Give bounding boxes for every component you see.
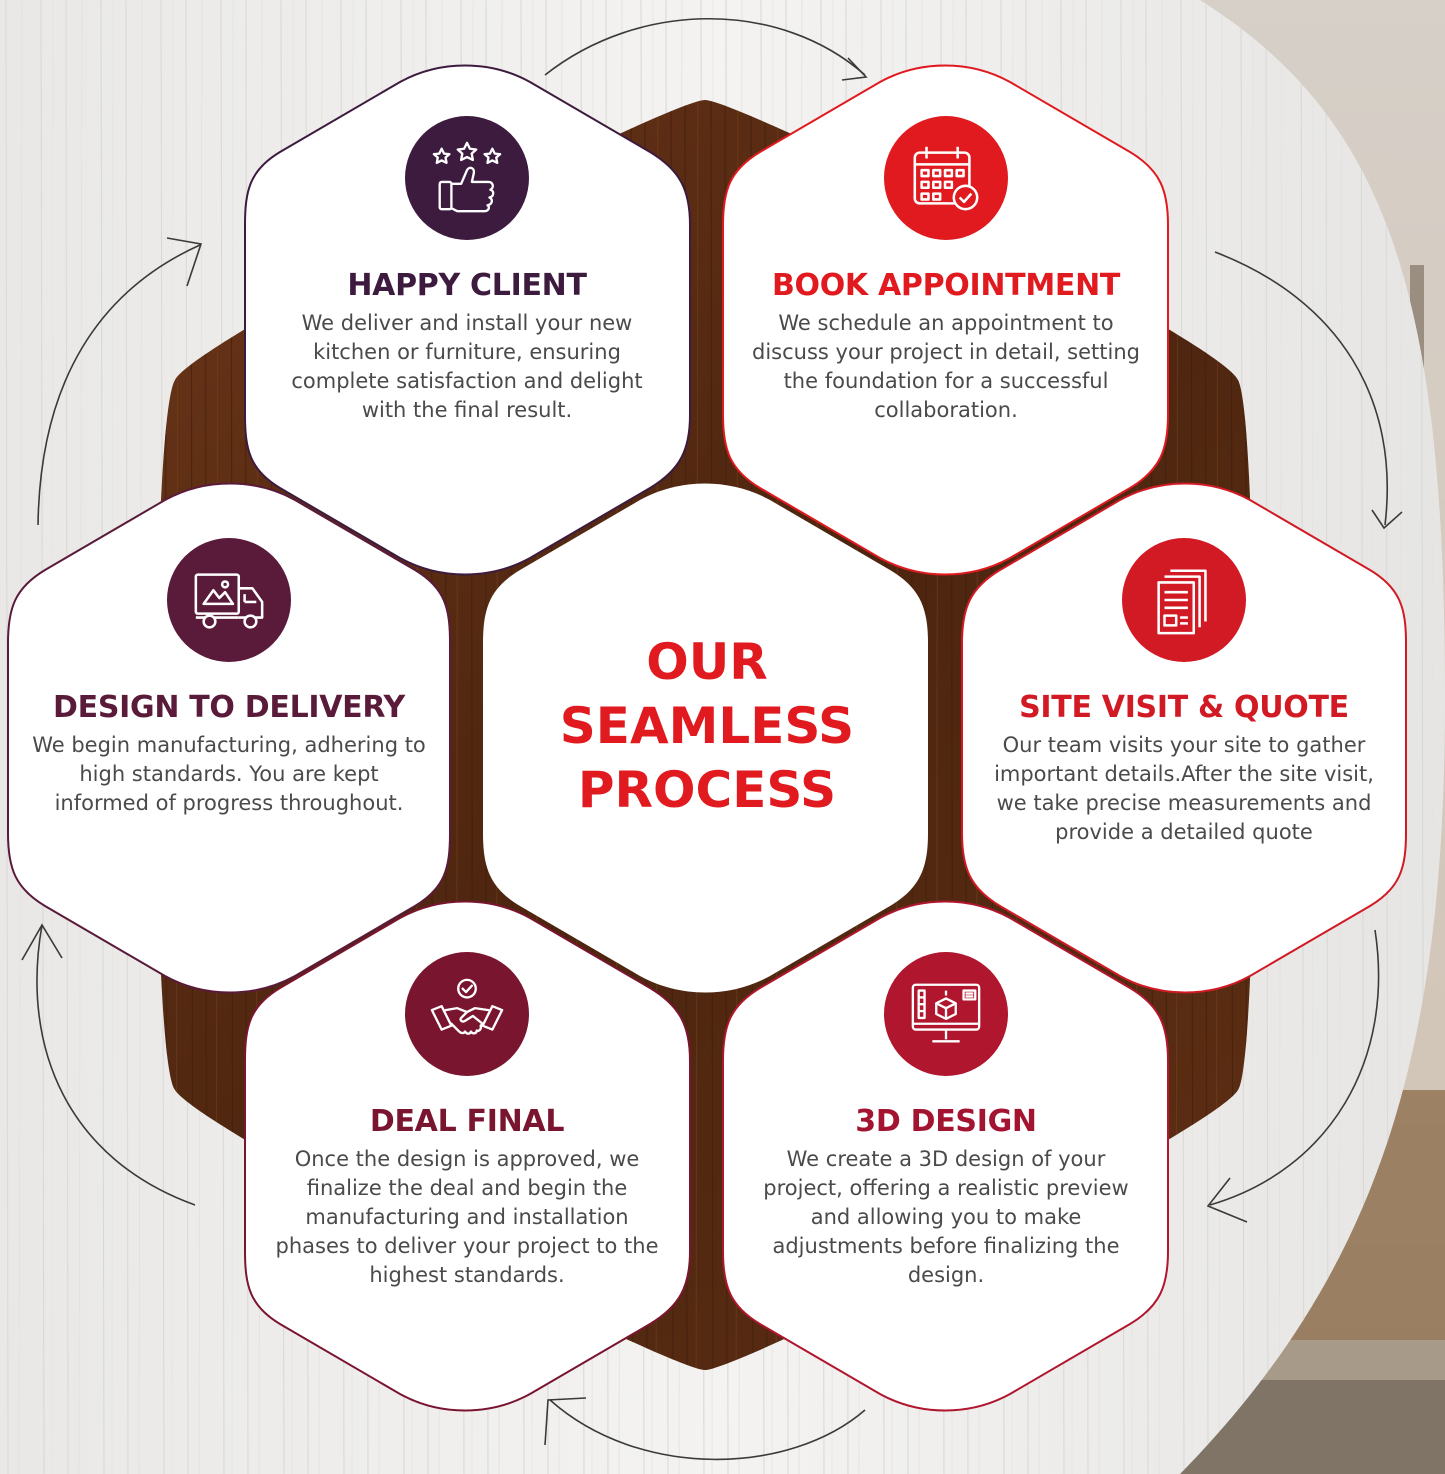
center-title-line: OUR <box>646 633 768 691</box>
hex-deal-final <box>244 900 691 1412</box>
step-description: We begin manufacturing, adhering to high… <box>32 733 426 815</box>
monitor-cube-icon <box>884 952 1008 1076</box>
step-site-visit: SITE VISIT & QUOTE Our team visits your … <box>964 492 1404 962</box>
step-title: 3D DESIGN <box>855 1104 1037 1139</box>
step-book-appointment: BOOK APPOINTMENT We schedule an appointm… <box>726 70 1166 540</box>
step-title: BOOK APPOINTMENT <box>771 268 1121 303</box>
step-description: Our team visits your site to gather impo… <box>994 733 1374 844</box>
step-title: DESIGN TO DELIVERY <box>53 690 405 725</box>
center-title-line: PROCESS <box>577 761 837 819</box>
hexagon-shapes <box>7 64 1407 1412</box>
handshake-icon <box>405 952 529 1076</box>
center-title: OUR SEAMLESS PROCESS <box>487 630 927 822</box>
hex-center <box>483 483 928 993</box>
cycle-arrows <box>21 17 1403 1461</box>
step-design-delivery: DESIGN TO DELIVERY We begin manufacturin… <box>9 492 449 962</box>
hex-design-delivery <box>7 482 451 994</box>
thumbs-up-stars-icon <box>405 116 529 240</box>
step-description: We create a 3D design of your project, o… <box>763 1147 1129 1287</box>
step-description: We deliver and install your new kitchen … <box>291 311 643 422</box>
step-title: SITE VISIT & QUOTE <box>1019 690 1349 725</box>
step-title: DEAL FINAL <box>369 1104 565 1139</box>
hex-happy-client <box>244 64 691 576</box>
step-description: We schedule an appointment to discuss yo… <box>752 311 1140 422</box>
hex-site-visit <box>961 482 1407 994</box>
step-title: HAPPY CLIENT <box>347 268 587 303</box>
step-happy-client: HAPPY CLIENT We deliver and install your… <box>247 70 687 540</box>
step-deal-final: DEAL FINAL Once the design is approved, … <box>247 906 687 1376</box>
step-3d-design: 3D DESIGN We create a 3D design of your … <box>726 906 1166 1376</box>
hex-3d-design <box>722 900 1169 1412</box>
center-title-line: SEAMLESS <box>559 697 855 755</box>
delivery-truck-icon <box>167 538 291 662</box>
calendar-check-icon <box>884 116 1008 240</box>
documents-icon <box>1122 538 1246 662</box>
step-description: Once the design is approved, we finalize… <box>275 1147 659 1287</box>
hex-book-appointment <box>722 64 1169 576</box>
